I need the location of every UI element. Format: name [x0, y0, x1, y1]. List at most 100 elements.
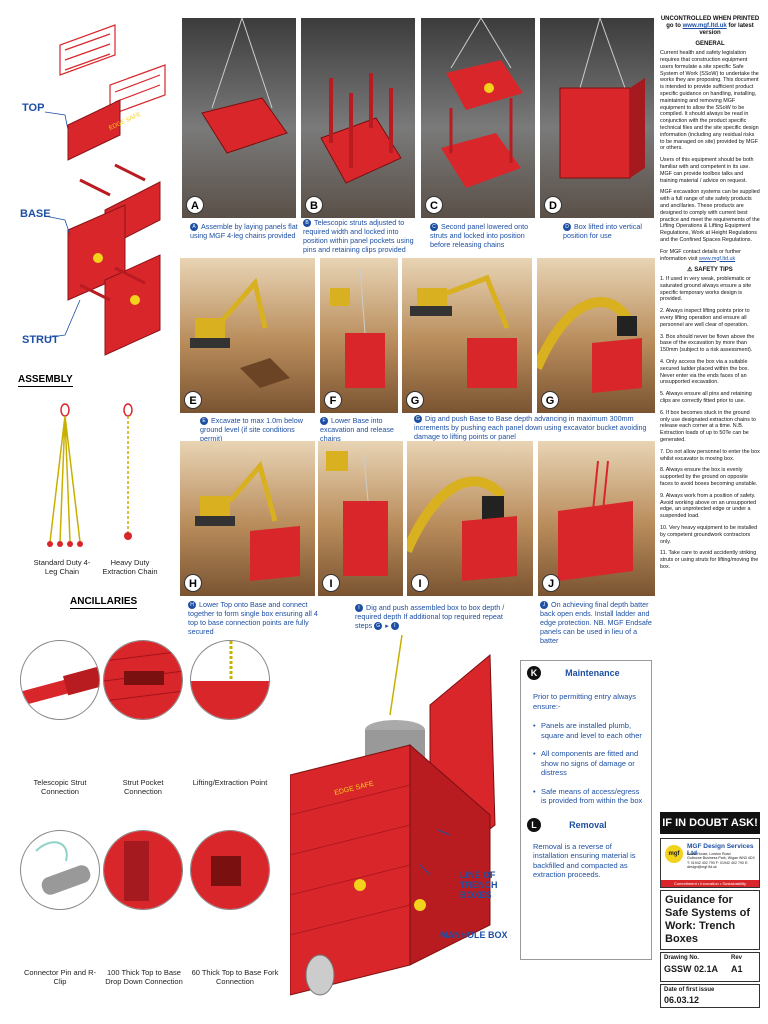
safety-tip: 3. Box should never be flown above the b…: [660, 333, 755, 354]
general-p2: Users of this equipment should be both f…: [660, 157, 754, 184]
label-manhole-box: MANHOLE BOX: [440, 930, 508, 940]
drawing-no: GSSW 02.1A: [664, 964, 719, 974]
mgf-logo-icon: [130, 295, 140, 305]
safety-tip: 8. Always ensure the box is evenly suppo…: [660, 467, 758, 488]
step-badge-c: C: [425, 196, 443, 214]
step-badge-l: L: [527, 817, 541, 832]
safety-tip: 7. Do not allow personnel to enter the b…: [660, 448, 760, 462]
maintenance-item: Panels are installed plumb, square and l…: [533, 721, 645, 740]
safety-tip: 6. If box becomes stuck in the ground on…: [660, 409, 756, 444]
company-name: MGF Design Services Ltd: [687, 843, 754, 857]
website-link[interactable]: www.mgf.ltd.uk: [698, 255, 736, 262]
maintenance-intro: Prior to permitting entry always ensure:…: [533, 692, 636, 711]
label-connector-pin: Connector Pin and R-Clip: [23, 968, 97, 986]
maintenance-item: Safe means of access/egress is provided …: [533, 787, 645, 806]
label-top: TOP: [22, 102, 45, 114]
label-base: BASE: [20, 208, 51, 220]
step-badge-j: J: [542, 574, 560, 592]
circle-lifting-point: [190, 640, 270, 720]
circle-connector-pin: [20, 830, 100, 910]
step-photo-e: E: [180, 258, 315, 413]
document-title: Guidance for Safe Systems of Work: Trenc…: [660, 890, 760, 950]
step-badge-i1: I: [322, 574, 340, 592]
step-photo-f: F: [320, 258, 398, 413]
circle-telescopic-strut: [20, 640, 100, 720]
label-telescopic-strut: Telescopic Strut Connection: [33, 778, 87, 796]
sidebar: UNCONTROLLED WHEN PRINTED go to www.mgf.…: [660, 16, 760, 576]
general-p3: MGF excavation systems can be supplied w…: [660, 189, 760, 243]
step-photo-a: A: [182, 18, 296, 218]
top-mesh-rails: [59, 24, 166, 116]
issue-date-box: Date of first issue 06.03.12: [660, 984, 760, 1008]
safety-heading: ⚠ SAFETY TIPS: [687, 267, 733, 274]
website-link[interactable]: www.mgf.ltd.uk: [682, 22, 727, 29]
if-in-doubt-banner: IF IN DOUBT ASK!: [660, 812, 760, 834]
drawing-info: Drawing No. GSSW 02.1A Rev A1: [660, 952, 760, 982]
general-p1: Current health and safety legislation re…: [660, 50, 759, 152]
removal-title: Removal: [569, 819, 607, 830]
ancillaries-heading: ANCILLARIES: [70, 596, 138, 609]
step-badge-b: B: [305, 196, 323, 214]
step-badge-d: D: [544, 196, 562, 214]
maintenance-item: All components are fitted and show no si…: [533, 749, 645, 778]
removal-text: Removal is a reverse of installation ens…: [533, 841, 636, 880]
circle-strut-pocket: [103, 640, 183, 720]
company-box: mgf MGF Design Services Ltd Grant House,…: [660, 838, 760, 888]
rev-value: A1: [731, 964, 743, 974]
drawing-no-label: Drawing No.: [664, 955, 700, 961]
label-strut-pocket: Strut Pocket Connection: [122, 778, 164, 796]
circle-drop-down-connection: [103, 830, 183, 910]
exploded-assembly-diagram: EDGE SAFE: [44, 24, 166, 356]
safety-tip: 4. Only access the box via a suitable se…: [660, 359, 750, 386]
step-badge-f: F: [324, 391, 342, 409]
safety-tip: 11. Take care to avoid accidently striki…: [660, 550, 759, 570]
safety-tip: 5. Always ensure all pins and retaining …: [660, 391, 752, 405]
step-photo-i1: I: [318, 441, 403, 596]
safety-tip: 2. Always inspect lifting points prior t…: [660, 308, 750, 328]
company-tagline: Commitment • Innovation • Sustainability: [661, 880, 759, 887]
assembly-heading: ASSEMBLY: [18, 374, 73, 387]
label-line-of-trench-boxes: LINE OF TRENCH BOXES: [460, 870, 498, 900]
safety-tips-list: 1. If used in very weak, problematic or …: [660, 276, 760, 571]
safety-tip: 1. If used in very weak, problematic or …: [660, 276, 752, 303]
general-heading: GENERAL: [695, 41, 725, 48]
rev-label: Rev: [731, 955, 743, 961]
step-photo-i2: I: [407, 441, 533, 596]
step-badge-h: H: [184, 574, 202, 592]
label-strut: STRUT: [22, 334, 59, 346]
step-badge-g2: G: [541, 391, 559, 409]
mgf-logo-icon: [414, 899, 426, 911]
step-badge-g1: G: [406, 391, 424, 409]
label-lifting-point: Lifting/Extraction Point: [192, 778, 268, 787]
step-badge-a: A: [186, 196, 204, 214]
mgf-logo-icon: [93, 253, 103, 263]
safety-tip: 9. Always work from a position of safety…: [660, 492, 757, 520]
chain-heavy-label: Heavy Duty Extraction Chain: [102, 558, 158, 576]
step-photo-b: B: [301, 18, 415, 218]
strut-bars: [79, 163, 146, 302]
step-photo-d: D: [540, 18, 654, 218]
trench-box-scene: EDGE SAFE: [290, 635, 496, 996]
mgf-logo-icon: mgf: [665, 845, 683, 863]
issue-date: 06.03.12: [664, 995, 700, 1005]
warning-icon: ⚠: [687, 267, 693, 274]
chains-illustration: [47, 403, 133, 547]
step-photo-h: H: [180, 441, 315, 596]
maintenance-title: Maintenance: [565, 668, 620, 678]
step-photo-c: C: [421, 18, 535, 218]
step-badge-i2: I: [411, 574, 429, 592]
label-fork-connection: 60 Thick Top to Base Fork Connection: [191, 968, 279, 986]
base-panel-front: [104, 254, 161, 356]
step-badge-k: K: [527, 666, 541, 680]
circle-fork-connection: [190, 830, 270, 910]
